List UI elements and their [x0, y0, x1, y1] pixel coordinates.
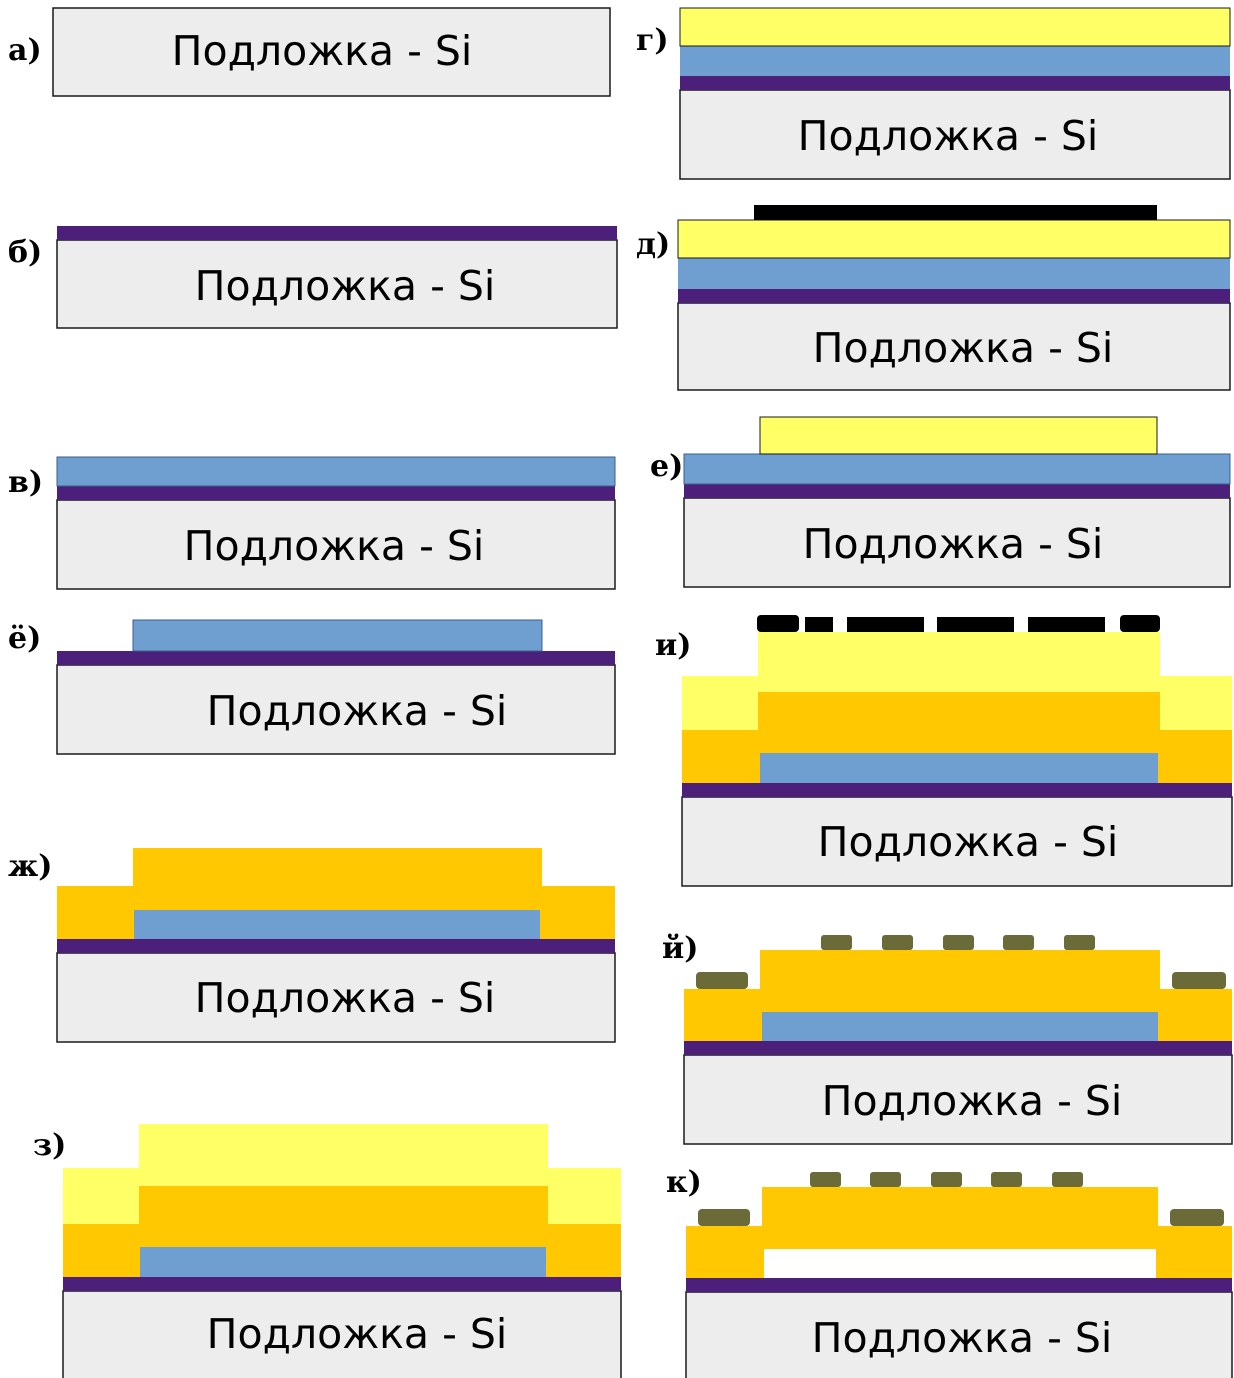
step-label: б)	[8, 235, 42, 270]
blue-layer	[683, 453, 1231, 485]
substrate	[52, 7, 611, 97]
black-mask-segment	[847, 617, 924, 632]
step-label: в)	[8, 465, 43, 500]
contact-pad	[810, 1172, 841, 1187]
step-label: ё)	[8, 621, 41, 656]
step-label: е)	[650, 449, 683, 484]
contact-pad	[943, 935, 974, 950]
substrate	[56, 664, 616, 755]
purple-layer	[57, 651, 615, 665]
contact-pad	[931, 1172, 962, 1187]
air-cavity	[764, 1249, 1156, 1278]
substrate	[681, 796, 1233, 887]
contact-pad	[991, 1172, 1022, 1187]
substrate	[62, 1290, 622, 1378]
substrate-label: Подложка - Si	[822, 1077, 1123, 1125]
contact-pad	[1052, 1172, 1083, 1187]
substrate-label: Подложка - Si	[184, 522, 485, 570]
substrate-label: Подложка - Si	[207, 1310, 508, 1358]
step-label: а)	[8, 33, 42, 68]
black-mask	[754, 205, 1157, 220]
contact-pad	[882, 935, 913, 950]
step-a: Подложка - Si а)	[8, 7, 611, 97]
step-z: Подложка - Si з)	[33, 1124, 622, 1378]
substrate-label: Подложка - Si	[803, 520, 1104, 568]
blue-layer	[132, 619, 543, 652]
purple-layer	[684, 1041, 1232, 1055]
substrate	[679, 89, 1231, 180]
substrate-label: Подложка - Si	[195, 262, 496, 310]
substrate	[685, 1291, 1233, 1378]
blue-layer	[56, 456, 616, 487]
step-zh: Подложка - Si ж)	[8, 848, 616, 1043]
substrate	[683, 497, 1231, 588]
contact-pad	[821, 935, 852, 950]
purple-layer	[63, 1277, 621, 1291]
contact-pad	[698, 1209, 750, 1226]
step-b: Подложка - Si б)	[8, 226, 618, 329]
purple-layer	[57, 486, 615, 500]
step-label: к)	[666, 1165, 702, 1200]
contact-pad	[1172, 972, 1226, 989]
step-e: Подложка - Si е)	[650, 416, 1231, 588]
blue-layer	[760, 753, 1158, 783]
substrate-label: Подложка - Si	[813, 324, 1114, 372]
black-mask-segment	[757, 615, 799, 632]
step-label: г)	[636, 23, 669, 58]
contact-pad	[1170, 1209, 1224, 1226]
substrate-label: Подложка - Si	[798, 112, 1099, 160]
step-iy: Подложка - Si й)	[662, 931, 1233, 1145]
step-label: ж)	[8, 849, 53, 884]
substrate-label: Подложка - Si	[207, 687, 508, 735]
substrate-label: Подложка - Si	[195, 974, 496, 1022]
contact-pad	[1064, 935, 1095, 950]
purple-layer	[682, 783, 1232, 797]
substrate-label: Подложка - Si	[818, 818, 1119, 866]
contact-pad	[870, 1172, 901, 1187]
substrate	[683, 1054, 1233, 1145]
blue-layer	[680, 46, 1230, 76]
step-label: и)	[655, 628, 691, 663]
step-v: Подложка - Si в)	[8, 456, 616, 590]
purple-layer	[678, 289, 1230, 303]
yellow-layer	[679, 7, 1231, 47]
blue-layer	[134, 910, 540, 939]
substrate-label: Подложка - Si	[172, 27, 473, 75]
black-mask-segment	[1120, 615, 1160, 632]
purple-layer	[57, 939, 615, 953]
step-d: Подложка - Si д)	[636, 205, 1231, 391]
step-label: д)	[636, 227, 670, 262]
purple-layer	[686, 1278, 1232, 1292]
substrate	[56, 239, 618, 329]
substrate-label: Подложка - Si	[812, 1314, 1113, 1362]
yellow-layer	[759, 416, 1158, 455]
step-yo: Подложка - Si ё)	[8, 619, 616, 755]
purple-layer	[57, 226, 617, 240]
step-label: з)	[33, 1128, 66, 1163]
step-i: Подложка - Si и)	[655, 615, 1233, 887]
step-label: й)	[662, 931, 698, 966]
step-g: Подложка - Si г)	[636, 7, 1231, 180]
black-mask-segment	[1028, 617, 1105, 632]
blue-layer	[140, 1247, 546, 1277]
black-mask-segment	[805, 617, 833, 632]
step-k: Подложка - Si к)	[666, 1165, 1233, 1378]
purple-layer	[684, 484, 1230, 498]
contact-pad	[696, 972, 748, 989]
contact-pad	[1003, 935, 1034, 950]
blue-layer	[678, 258, 1230, 289]
purple-layer	[680, 76, 1230, 90]
blue-layer	[762, 1012, 1158, 1041]
yellow-layer	[677, 219, 1231, 259]
substrate	[56, 952, 616, 1043]
black-mask-segment	[937, 617, 1014, 632]
